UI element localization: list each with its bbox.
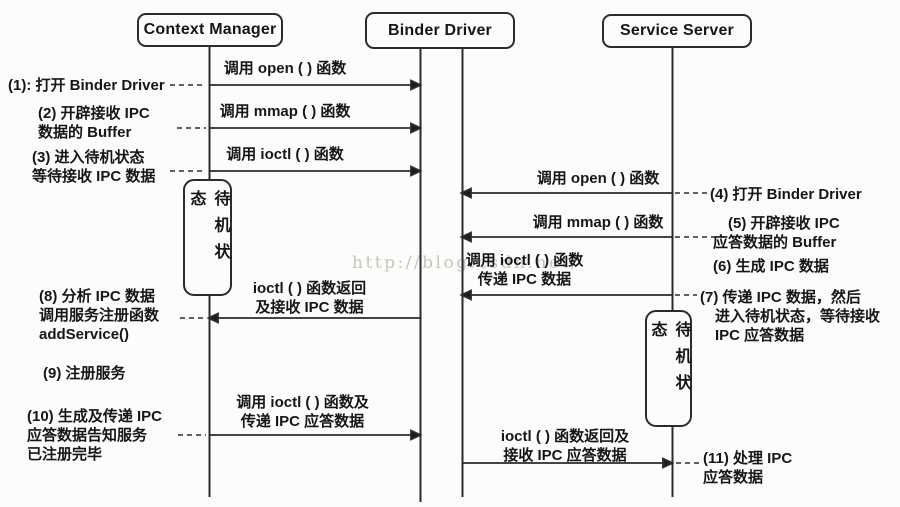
actor-context-manager: Context Manager — [137, 13, 283, 47]
actor-context-manager-label: Context Manager — [143, 21, 277, 38]
message-label-ioctl-return-ss: ioctl ( ) 函数返回及 接收 IPC 应答数据 — [500, 428, 630, 464]
message-label-mmap-cm: 调用 mmap ( ) 函数 — [219, 103, 351, 120]
note-step-9: (9) 注册服务 — [43, 365, 126, 382]
standby-box-service-server-label: 待机状态 — [648, 320, 690, 400]
message-label-open-ss: 调用 open ( ) 函数 — [536, 170, 660, 187]
note-step-6: (6) 生成 IPC 数据 — [713, 258, 829, 275]
message-label-ioctl-ss: 调用 ioctl ( ) 函数 传递 IPC 数据 — [465, 252, 584, 288]
message-label-ioctl-return-cm: ioctl ( ) 函数返回 及接收 IPC 数据 — [252, 280, 367, 316]
note-step-3: (3) 进入待机状态 等待接收 IPC 数据 — [32, 149, 156, 185]
note-step-2: (2) 开辟接收 IPC 数据的 Buffer — [38, 105, 150, 141]
note-step-8: (8) 分析 IPC 数据 调用服务注册函数 addService() — [39, 288, 160, 343]
note-step-7: (7) 传递 IPC 数据，然后 进入待机状态，等待接收 IPC 应答数据 — [700, 289, 881, 344]
actor-binder-driver-label: Binder Driver — [388, 21, 492, 39]
note-connectors — [170, 84, 724, 464]
actor-service-server: Service Server — [602, 14, 752, 48]
arrowhead-mmap-cm — [410, 122, 423, 134]
message-arrows — [206, 79, 675, 469]
arrowhead-mmap-ss — [459, 231, 472, 243]
watermark-text: http://blog.csdn.net/ — [352, 253, 580, 273]
note-step-11: (11) 处理 IPC 应答数据 — [703, 450, 793, 486]
note-step-10: (10) 生成及传递 IPC 应答数据告知服务 已注册完毕 — [27, 408, 163, 463]
arrowhead-ioctl-ss — [459, 289, 472, 301]
standby-box-service-server: 待机状态 — [645, 310, 692, 427]
message-label-mmap-ss: 调用 mmap ( ) 函数 — [532, 214, 664, 231]
standby-box-context-manager-label: 待机状态 — [187, 189, 229, 269]
actor-binder-driver: Binder Driver — [365, 12, 515, 49]
arrowhead-ioctl-reply-cm — [410, 429, 423, 441]
message-label-open-cm: 调用 open ( ) 函数 — [223, 60, 347, 77]
arrowhead-ioctl-cm — [410, 165, 423, 177]
note-step-1: (1): 打开 Binder Driver — [8, 77, 165, 94]
standby-box-context-manager: 待机状态 — [183, 179, 232, 296]
arrowhead-open-cm — [410, 79, 423, 91]
message-label-ioctl-cm: 调用 ioctl ( ) 函数 — [226, 146, 344, 163]
note-step-4: (4) 打开 Binder Driver — [710, 186, 862, 203]
arrowhead-ioctl-return-cm — [206, 312, 219, 324]
message-label-ioctl-reply-cm: 调用 ioctl ( ) 函数及 传递 IPC 应答数据 — [236, 394, 369, 430]
actor-service-server-label: Service Server — [619, 22, 734, 39]
arrowhead-open-ss — [459, 187, 472, 199]
note-step-5: (5) 开辟接收 IPC 应答数据的 Buffer — [713, 215, 840, 251]
arrowhead-ioctl-return-ss — [662, 457, 675, 469]
